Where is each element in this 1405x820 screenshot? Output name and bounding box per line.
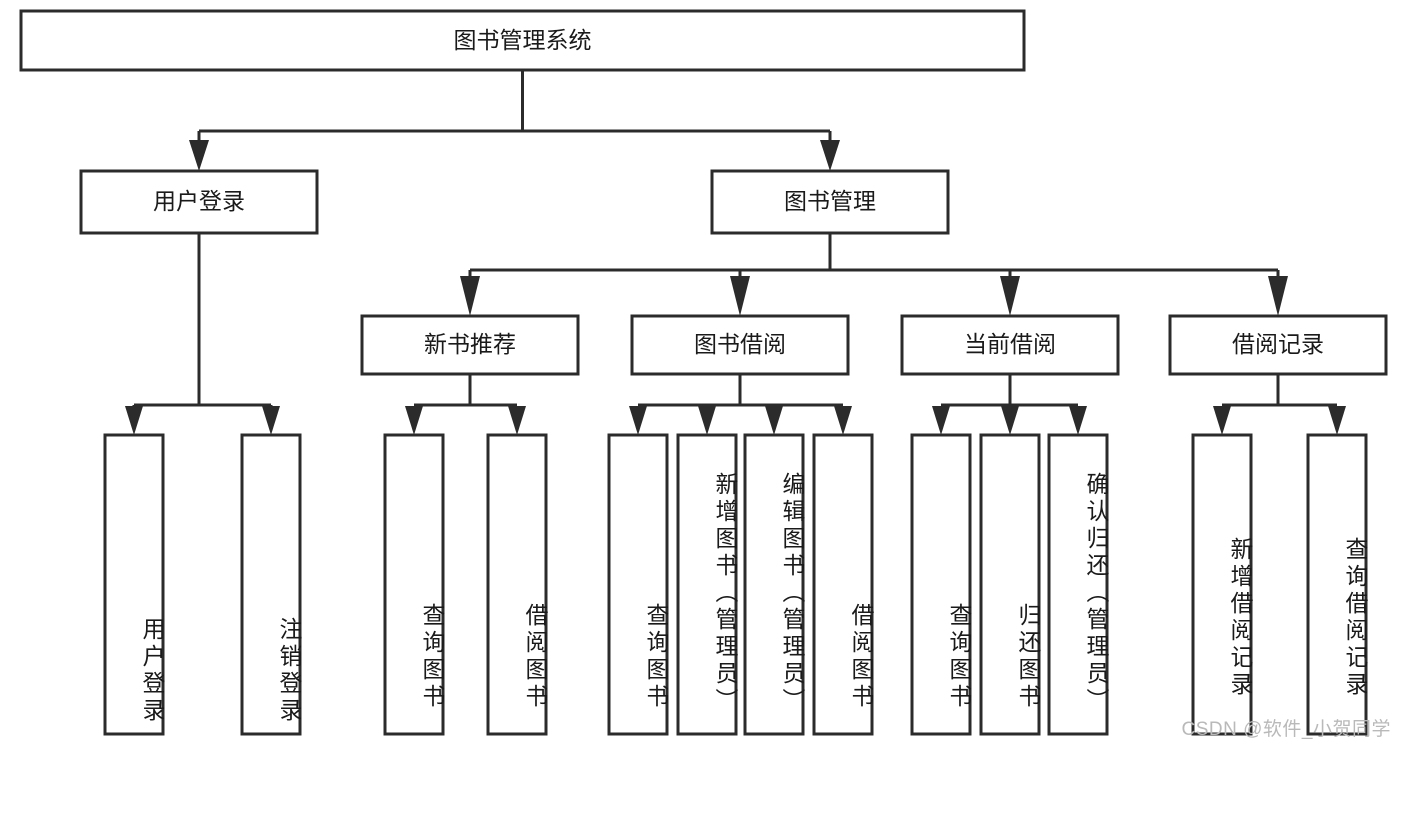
leaf-user-login[interactable]: [103, 433, 165, 736]
arrow-head-bb-leaf1: [629, 406, 647, 435]
node-book-borrow-label: 图书借阅: [694, 331, 786, 357]
leaf-logout[interactable]: [240, 433, 302, 736]
arrow-head-leaf-user-login: [125, 406, 143, 435]
leaf-bb-query-book[interactable]: [607, 433, 669, 736]
arrow-head-bb-leaf4: [834, 406, 852, 435]
csdn-watermark: CSDN @软件_小贺同学: [1181, 719, 1391, 740]
arrow-head-cb-leaf3: [1069, 406, 1087, 435]
arrow-head-cb-leaf1: [932, 406, 950, 435]
node-borrow-record-label: 借阅记录: [1232, 331, 1324, 357]
arrow-head-current-borrow: [1000, 276, 1020, 316]
leaf-cb-query-book[interactable]: [910, 433, 972, 736]
arrow-head-book-manage: [820, 140, 840, 171]
node-user-login[interactable]: [79, 169, 319, 235]
arrow-head-book-borrow: [730, 276, 750, 316]
leaf-cb-confirm-return[interactable]: [1047, 433, 1109, 736]
node-root[interactable]: [19, 9, 1026, 72]
leaf-br-add-record[interactable]: [1191, 433, 1253, 736]
arrow-head-bb-leaf3: [765, 406, 783, 435]
arrow-head-bb-leaf2: [698, 406, 716, 435]
arrow-head-user-login: [189, 140, 209, 171]
arrow-head-nb-leaf2: [508, 406, 526, 435]
arrow-head-new-book: [460, 276, 480, 316]
leaf-bb-borrow-book[interactable]: [812, 433, 874, 736]
leaf-bb-add-book[interactable]: [676, 433, 738, 736]
leaf-br-query-record[interactable]: [1306, 433, 1368, 736]
leaf-cb-return-book[interactable]: [979, 433, 1041, 736]
node-book-manage-label: 图书管理: [784, 188, 876, 214]
node-current-borrow-label: 当前借阅: [964, 331, 1056, 357]
arrow-head-nb-leaf1: [405, 406, 423, 435]
node-book-borrow[interactable]: [630, 314, 850, 376]
leaf-nb-query-book[interactable]: [383, 433, 445, 736]
arrow-head-borrow-record: [1268, 276, 1288, 316]
arrow-head-leaf-logout: [262, 406, 280, 435]
node-user-login-label: 用户登录: [153, 188, 245, 214]
node-new-book-recommend[interactable]: [360, 314, 580, 376]
node-root-label: 图书管理系统: [454, 27, 592, 53]
arrow-head-br-leaf2: [1328, 406, 1346, 435]
org-chart-svg: 图书管理系统 用户登录 图书管理 新书推荐 图书借阅 当前借阅 借阅记录: [19, 9, 1388, 736]
leaf-bb-edit-book[interactable]: [743, 433, 805, 736]
node-current-borrow[interactable]: [900, 314, 1120, 376]
node-book-manage[interactable]: [710, 169, 950, 235]
arrow-head-br-leaf1: [1213, 406, 1231, 435]
node-new-book-recommend-label: 新书推荐: [424, 331, 516, 357]
leaf-nb-borrow-book[interactable]: [486, 433, 548, 736]
node-borrow-record[interactable]: [1168, 314, 1388, 376]
arrow-head-cb-leaf2: [1001, 406, 1019, 435]
